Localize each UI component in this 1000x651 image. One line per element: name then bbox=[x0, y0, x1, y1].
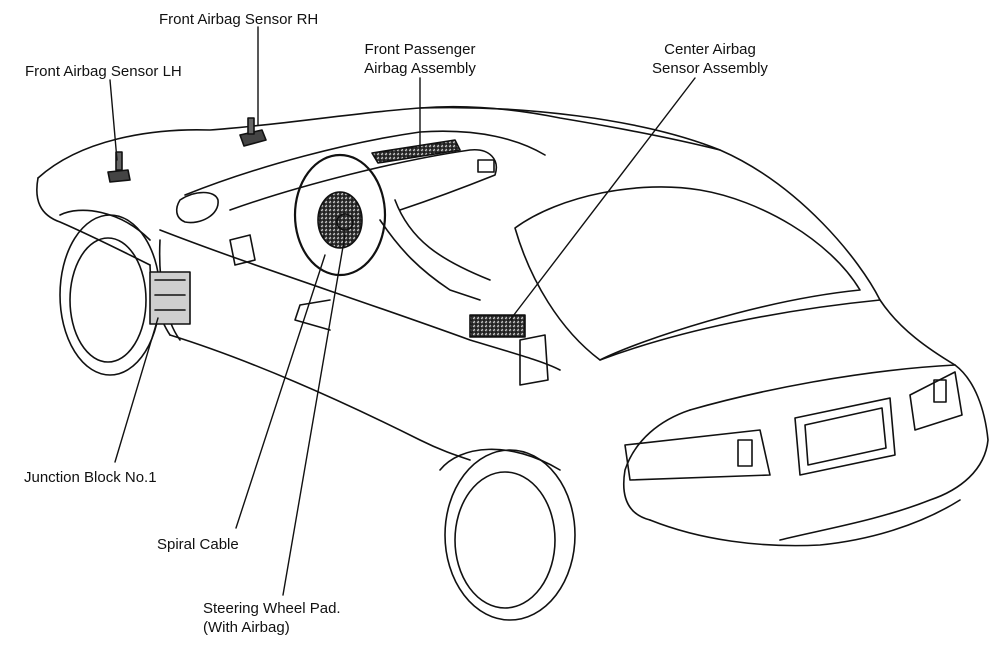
junction-block-marker bbox=[149, 271, 191, 325]
car-body bbox=[36, 105, 989, 547]
label-junction-block: Junction Block No.1 bbox=[24, 469, 157, 486]
label-steering-wheel-pad: Steering Wheel Pad. (With Airbag) bbox=[203, 600, 341, 636]
label-front-passenger-airbag-assembly: Front Passenger Airbag Assembly bbox=[364, 41, 476, 77]
front-sensor-rh-marker bbox=[239, 117, 267, 147]
rear-wheel bbox=[439, 448, 576, 621]
leader-lines bbox=[109, 26, 696, 596]
front-passenger-airbag-marker bbox=[371, 139, 461, 164]
front-sensor-lh-marker bbox=[107, 151, 131, 183]
label-spiral-cable: Spiral Cable bbox=[157, 536, 239, 553]
interior bbox=[229, 149, 526, 338]
front-wheel bbox=[59, 209, 161, 376]
label-front-airbag-sensor-rh: Front Airbag Sensor RH bbox=[159, 11, 319, 28]
label-center-airbag-sensor-assembly: Center Airbag Sensor Assembly bbox=[652, 41, 768, 77]
label-front-airbag-sensor-lh: Front Airbag Sensor LH bbox=[25, 63, 182, 80]
